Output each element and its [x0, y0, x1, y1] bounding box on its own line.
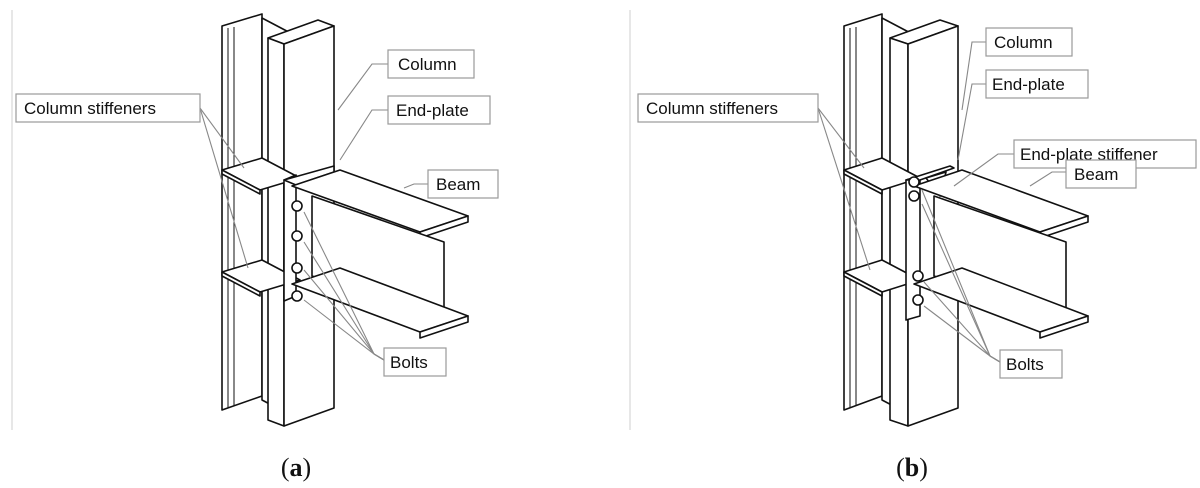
caption-b: (b): [896, 453, 928, 482]
column-front-face: [267, 37, 285, 427]
panel-b-drawing: [843, 13, 1089, 427]
panel-a-labels: Column End-plate Beam Column stiffeners …: [15, 49, 499, 482]
label-beam-b: Beam: [1074, 165, 1118, 184]
panel-b-leaders: [817, 41, 1066, 363]
panel-a-leaders: [199, 63, 428, 361]
bolt-2: [291, 230, 303, 242]
bolt-1-b: [908, 176, 920, 188]
label-column-stiffeners-b: Column stiffeners: [646, 99, 778, 118]
label-column-a: Column: [398, 55, 457, 74]
label-column-stiffeners-a: Column stiffeners: [24, 99, 156, 118]
label-end-plate-b: End-plate: [992, 75, 1065, 94]
bolt-1: [291, 200, 303, 212]
label-box-beam-a: [427, 169, 499, 199]
label-beam-a: Beam: [436, 175, 480, 194]
panel-b-labels: Column End-plate End-plate stiffener Bea…: [637, 27, 1197, 482]
label-box-column-stiffeners-b: [637, 93, 819, 123]
label-box-column-b: [985, 27, 1073, 57]
label-column-b: Column: [994, 33, 1053, 52]
label-box-column-stiffeners-a: [15, 93, 201, 123]
bolt-3-b: [912, 270, 924, 282]
label-end-plate-a: End-plate: [396, 101, 469, 120]
bolt-3: [291, 262, 303, 274]
caption-a: (a): [281, 453, 311, 482]
label-box-bolts-b: [999, 349, 1063, 379]
label-box-end-plate-b: [985, 69, 1089, 99]
panel-a-drawing: [221, 13, 469, 427]
bolt-2-b: [908, 190, 920, 202]
label-box-end-plate-a: [387, 95, 491, 125]
bolt-4: [291, 290, 303, 302]
label-bolts-a: Bolts: [390, 353, 428, 372]
label-box-beam-b: [1065, 159, 1137, 189]
bolt-4-b: [912, 294, 924, 306]
label-bolts-b: Bolts: [1006, 355, 1044, 374]
label-box-column-a: [387, 49, 475, 79]
label-end-plate-stiffener: End-plate stiffener: [1020, 145, 1158, 164]
label-box-bolts-a: [383, 347, 447, 377]
